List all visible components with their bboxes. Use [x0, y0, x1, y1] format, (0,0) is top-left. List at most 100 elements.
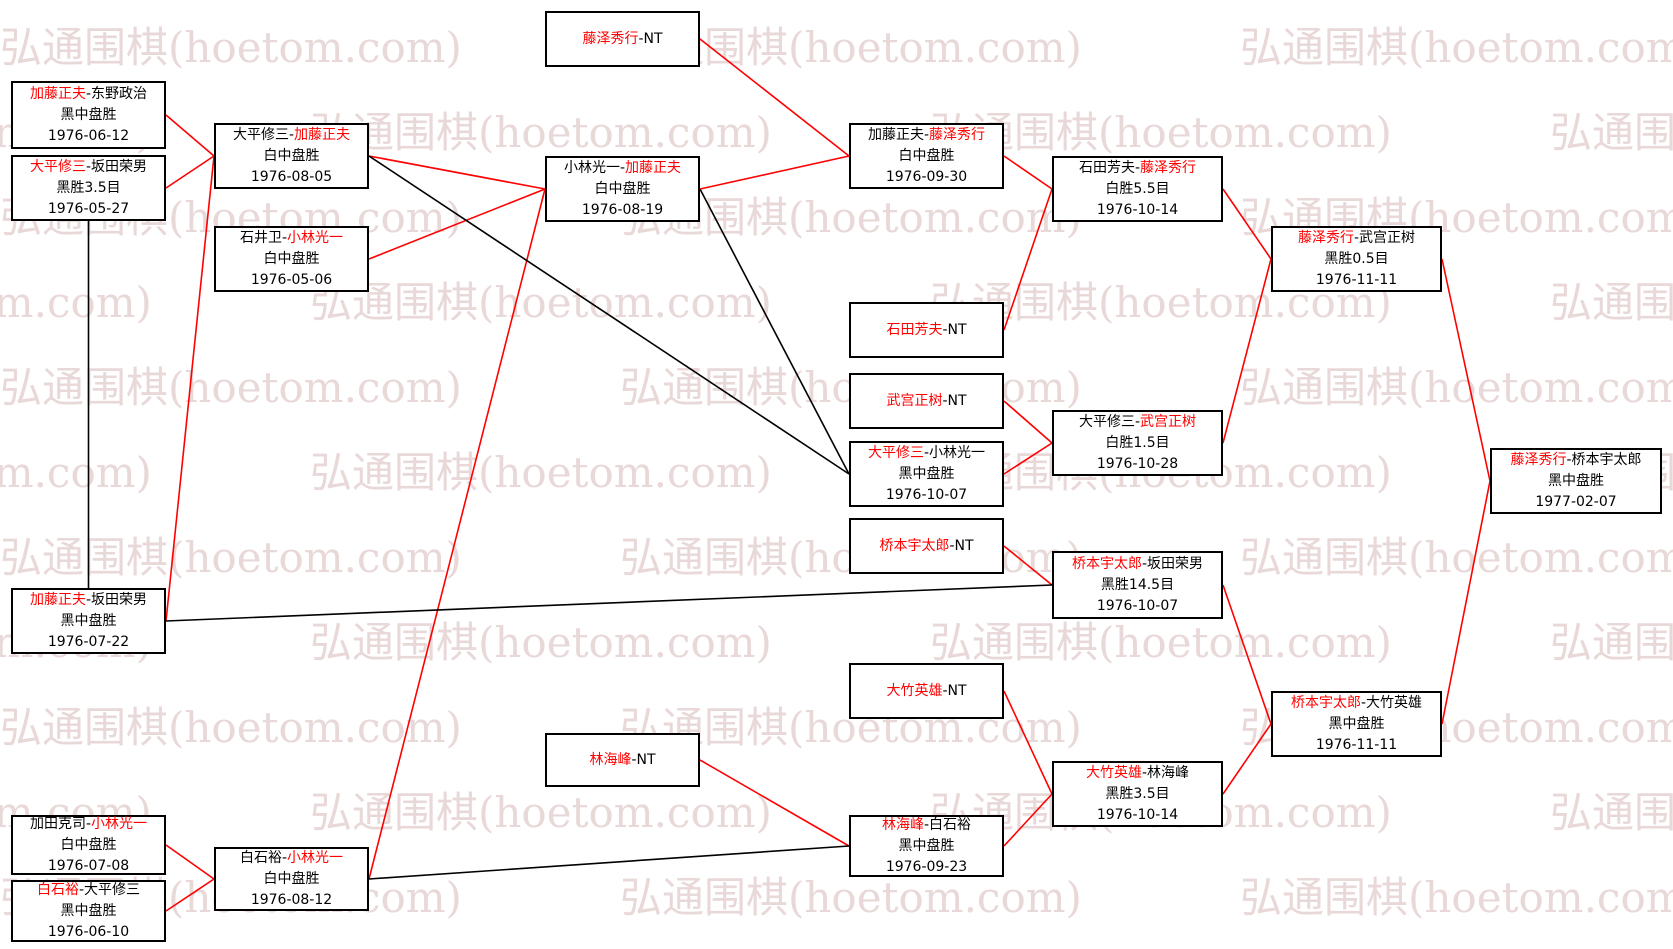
match-result: 黑中盘胜: [60, 106, 117, 123]
connection-line-m6-m7: [699, 155, 850, 190]
connection-line-m18-m21: [1222, 723, 1272, 795]
match-date: 1976-11-11: [1315, 271, 1398, 288]
match-players: 加藤正夫-藤泽秀行: [868, 125, 985, 146]
player-separator: -: [1360, 694, 1367, 711]
player-name: 大竹英雄: [1085, 764, 1142, 781]
player-name: 大竹英雄: [886, 682, 943, 699]
match-players: 藤泽秀行-桥本宇太郎: [1510, 450, 1641, 471]
player-separator: -: [1141, 764, 1148, 781]
match-result: 黑胜3.5目: [1105, 785, 1170, 802]
player-name: 小林光一: [563, 159, 620, 176]
player-name: 大平修三: [84, 881, 141, 898]
player-separator: -: [923, 126, 930, 143]
connection-line-m21-m22: [1441, 480, 1491, 725]
match-players: 加藤正夫-坂田荣男: [30, 590, 147, 611]
player-name: 大竹英雄: [1366, 694, 1423, 711]
player-name: NT: [947, 682, 967, 699]
connection-line-m2-m4: [165, 114, 215, 157]
connection-line-m5-m6: [368, 188, 546, 260]
match-box-m10[interactable]: 石田芳夫-NT: [849, 302, 1004, 358]
match-date: 1976-09-30: [885, 168, 968, 185]
player-separator: -: [1141, 555, 1148, 572]
match-date: 1976-06-10: [47, 923, 130, 940]
player-separator: -: [923, 444, 930, 461]
player-name: 坂田荣男: [91, 158, 148, 175]
player-name: 石田芳夫: [886, 321, 943, 338]
player-name: 小林光一: [287, 229, 344, 246]
match-players: 藤泽秀行-NT: [582, 29, 662, 50]
player-separator: -: [85, 85, 92, 102]
match-box-m14[interactable]: 桥本宇太郎-NT: [849, 518, 1004, 574]
match-result: 黑中盘胜: [898, 465, 955, 482]
match-box-m17[interactable]: 大竹英雄-NT: [849, 663, 1004, 719]
player-separator: -: [281, 849, 288, 866]
match-players: 石田芳夫-藤泽秀行: [1079, 158, 1196, 179]
player-name: 石井卫: [239, 229, 282, 246]
match-result: 黑中盘胜: [898, 837, 955, 854]
match-box-m1[interactable]: 藤泽秀行-NT: [545, 11, 700, 67]
match-players: 大竹英雄-林海峰: [1086, 763, 1189, 784]
match-box-m19[interactable]: 林海峰-NT: [545, 733, 700, 787]
match-result: 黑中盘胜: [60, 612, 117, 629]
player-name: 加藤正夫: [29, 85, 86, 102]
connection-line-m14-m15: [1003, 545, 1053, 586]
match-players: 武宫正树-NT: [886, 391, 966, 412]
player-separator: -: [288, 126, 295, 143]
match-players: 桥本宇太郎-坂田荣男: [1072, 554, 1203, 575]
player-separator: -: [78, 881, 85, 898]
player-name: 桥本宇太郎: [1290, 694, 1361, 711]
match-date: 1976-08-12: [250, 891, 333, 908]
player-name: 林海峰: [881, 816, 924, 833]
match-box-m20[interactable]: 林海峰-白石裕黑中盘胜 1976-09-23: [849, 815, 1004, 877]
player-name: 东野政治: [91, 85, 148, 102]
match-result: 白中盘胜: [263, 147, 320, 164]
match-box-m11[interactable]: 武宫正树-NT: [849, 373, 1004, 429]
match-players: 白石裕-小林光一: [240, 848, 343, 869]
match-players: 石井卫-小林光一: [240, 228, 343, 249]
match-date: 1976-10-28: [1096, 455, 1179, 472]
match-date: 1976-08-19: [581, 201, 664, 218]
match-players: 加藤正夫-东野政治: [30, 84, 147, 105]
player-separator: -: [281, 229, 288, 246]
player-name: 桥本宇太郎: [1071, 555, 1142, 572]
player-name: 小林光一: [91, 815, 148, 832]
player-name: 大平修三: [29, 158, 86, 175]
match-players: 林海峰-NT: [589, 750, 655, 771]
player-separator: -: [1566, 451, 1572, 468]
match-players: 白石裕-大平修三: [37, 880, 140, 901]
player-name: 藤泽秀行: [582, 30, 639, 47]
player-name: 石田芳夫: [1078, 159, 1135, 176]
match-date: 1976-11-11: [1315, 736, 1398, 753]
player-name: NT: [643, 30, 663, 47]
connection-line-m19-m20: [699, 759, 850, 847]
connection-line-m20-m18: [1003, 793, 1053, 847]
player-separator: -: [85, 158, 92, 175]
connection-line-m12-m9: [1222, 258, 1272, 444]
connection-line-m6-m13: [699, 188, 850, 475]
player-name: 藤泽秀行: [1140, 159, 1197, 176]
match-date: 1976-09-23: [885, 858, 968, 875]
player-name: 桥本宇太郎: [879, 537, 950, 554]
connection-line-m3-m4: [165, 155, 215, 189]
connection-line-m24-m25: [165, 878, 215, 912]
player-name: 白石裕: [929, 816, 972, 833]
match-players: 林海峰-白石裕: [882, 815, 971, 836]
